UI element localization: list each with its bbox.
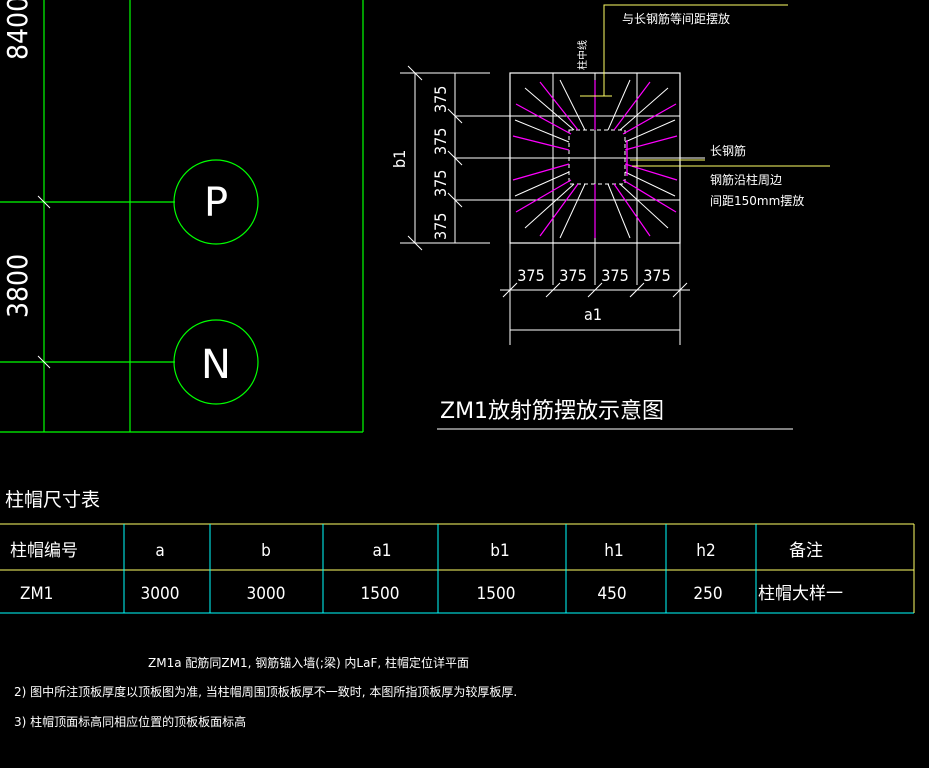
table-cell-h2: 250 (693, 584, 722, 604)
hdim-2: 375 (559, 266, 586, 285)
axis-bubble-n (173, 319, 259, 405)
axis-bubble-p (173, 159, 259, 245)
dim-8400: 8400 (1, 0, 34, 60)
center-line-label: 柱中线 (576, 40, 589, 70)
table-cell-h1: 450 (597, 584, 626, 604)
dim-3800: 3800 (1, 254, 34, 318)
vdim-1: 375 (431, 86, 450, 113)
note-1: ZM1a 配筋同ZM1, 钢筋锚入墙(;梁) 内LaF, 柱帽定位详平面 (148, 655, 469, 670)
vdim-4: 375 (431, 213, 450, 240)
table-header-h1: h1 (604, 541, 623, 561)
long-bar-label: 长钢筋 (710, 143, 746, 158)
radial-bars-magenta (512, 80, 678, 238)
hdim-1: 375 (517, 266, 544, 285)
table-header-a: a (155, 541, 164, 561)
cap-detail (400, 4, 830, 345)
a1-label: a1 (584, 305, 602, 324)
table-cell-remark: 柱帽大样一 (758, 584, 843, 604)
perimeter-note-1: 钢筋沿柱周边 (710, 172, 782, 187)
note-2: 2) 图中所注顶板厚度以顶板图为准, 当柱帽周围顶板板厚不一致时, 本图所指顶板… (14, 684, 517, 699)
cap-size-table (0, 523, 915, 614)
vdim-3: 375 (431, 170, 450, 197)
table-cell-a: 3000 (141, 584, 180, 604)
note-3: 3) 柱帽顶面标高同相应位置的顶板板面标高 (14, 714, 246, 729)
table-caption: 柱帽尺寸表 (5, 489, 100, 511)
table-header-b1: b1 (490, 541, 509, 561)
axis-label-n: N (201, 342, 231, 388)
detail-title: ZM1放射筋摆放示意图 (440, 399, 664, 424)
dim-vertical (400, 65, 490, 251)
table-header-b: b (261, 541, 271, 561)
table-header-h2: h2 (696, 541, 715, 561)
table-cell-b1: 1500 (477, 584, 516, 604)
dim-horizontal (500, 243, 690, 345)
table-header-remark: 备注 (789, 541, 823, 561)
table-header-id: 柱帽编号 (10, 541, 78, 561)
table-header-a1: a1 (372, 541, 391, 561)
vdim-2: 375 (431, 128, 450, 155)
table-cell-b: 3000 (247, 584, 286, 604)
radial-bars-white (514, 79, 676, 239)
hdim-3: 375 (601, 266, 628, 285)
b1-label: b1 (390, 150, 409, 168)
grid-plan (0, 0, 364, 433)
top-note: 与长钢筋等间距摆放 (622, 11, 730, 26)
column-outline (568, 129, 626, 185)
table-cell-a1: 1500 (361, 584, 400, 604)
grid-dim-ticks (37, 195, 51, 369)
leader-lines (580, 4, 830, 167)
table-cell-id: ZM1 (20, 584, 53, 604)
axis-label-p: P (204, 180, 228, 226)
hdim-4: 375 (643, 266, 670, 285)
perimeter-note-2: 间距150mm摆放 (710, 193, 804, 208)
